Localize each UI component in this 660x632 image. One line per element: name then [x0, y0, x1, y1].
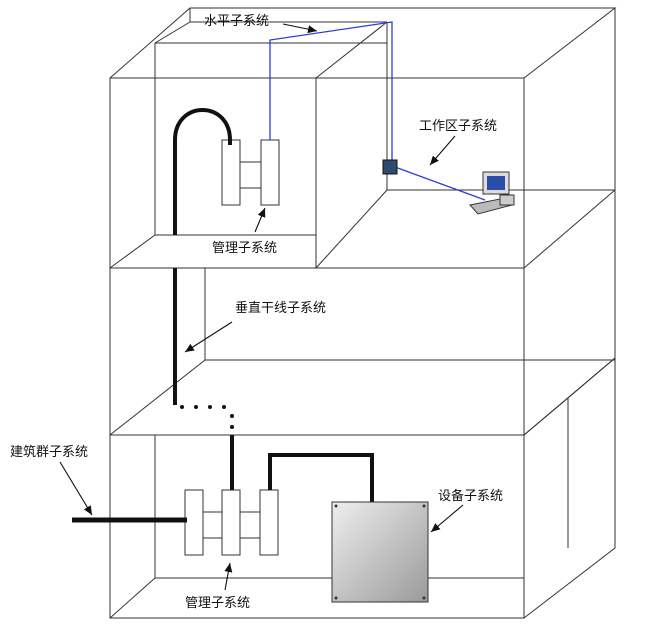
- wall-outlet-icon: [382, 159, 398, 175]
- arrow-horizontal: [282, 23, 318, 34]
- patch-panel: [221, 489, 241, 556]
- patch-panel: [184, 489, 204, 556]
- label-vertical-backbone-subsystem: 垂直干线子系统: [235, 301, 326, 316]
- equipment-cable: [268, 453, 374, 512]
- backbone-dotted-run: [180, 405, 234, 429]
- label-campus-subsystem: 建筑群子系统: [10, 444, 88, 460]
- building-top-face: [109, 7, 617, 79]
- building-right-face: [523, 8, 616, 619]
- label-equipment-subsystem: 设备子系统: [438, 488, 503, 504]
- computer-icon: [469, 171, 515, 215]
- patch-panel: [260, 139, 280, 206]
- patch-panel: [221, 139, 241, 206]
- arrow-work-area: [429, 135, 456, 166]
- arrow-campus: [59, 461, 93, 516]
- arrow-vertical: [184, 321, 233, 353]
- arrow-admin-bottom: [224, 562, 233, 591]
- arrow-admin-top: [254, 207, 266, 233]
- horizontal-cable: [269, 21, 486, 201]
- patch-panel: [259, 489, 279, 556]
- lower-patch-panels: [184, 489, 279, 556]
- label-work-area-subsystem: 工作区子系统: [419, 119, 497, 134]
- label-horizontal-subsystem: 水平子系统: [204, 14, 269, 29]
- equipment-cabinet: [331, 501, 429, 603]
- upper-patch-panels: [221, 139, 280, 206]
- building-front-face: [109, 77, 525, 619]
- annotation-arrows: [59, 23, 464, 591]
- label-admin-subsystem-top: 管理子系统: [212, 241, 277, 256]
- backbone-cable-arch: [173, 108, 232, 235]
- label-admin-subsystem-bottom: 管理子系统: [185, 596, 250, 611]
- arrow-equipment: [430, 504, 464, 533]
